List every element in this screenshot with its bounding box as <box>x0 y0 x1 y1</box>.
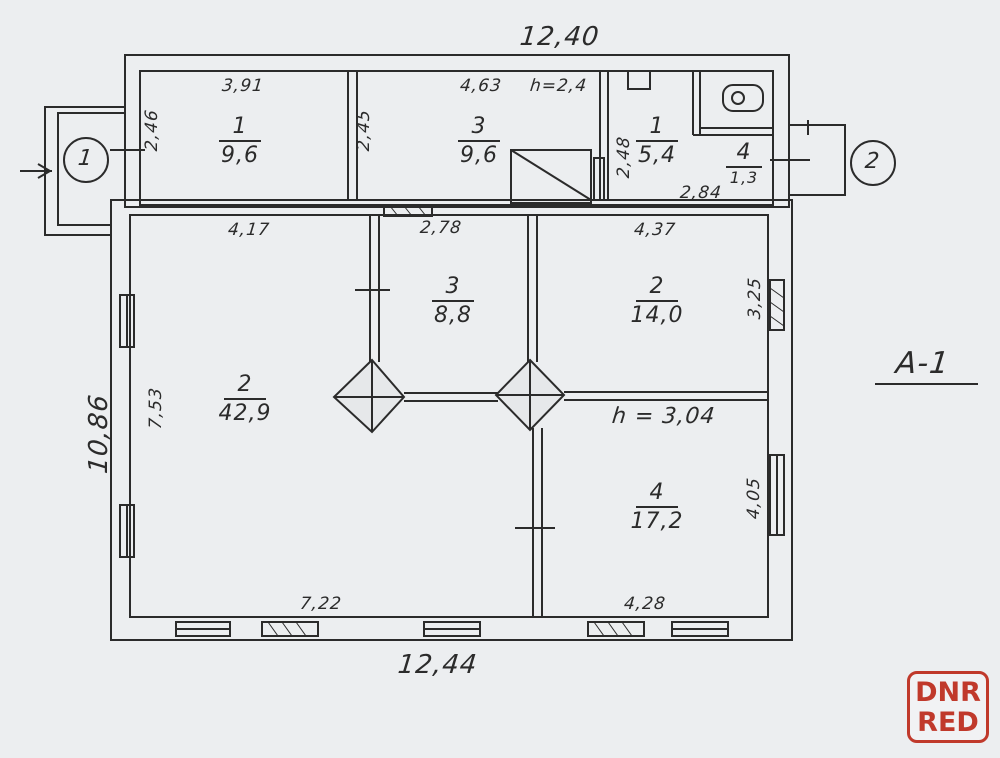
entrance-1-marker <box>63 137 109 183</box>
main-outer-wall <box>110 199 793 641</box>
main-ceiling-height: h = 3,04 <box>610 404 717 429</box>
dimension-2-84: 2,84 <box>678 183 723 203</box>
overall-top-dimension: 12,40 <box>518 22 602 52</box>
dimension-2-45: 2,45 <box>354 108 374 153</box>
overall-bottom-dimension: 12,44 <box>396 650 480 680</box>
dimension-7-22: 7,22 <box>298 594 343 614</box>
dimension-4-63: 4,63 <box>458 76 503 96</box>
dimension-2-78: 2,78 <box>418 218 463 238</box>
plan-code: А-1 <box>894 346 952 381</box>
dimension-7-53: 7,53 <box>146 386 166 431</box>
watermark-logo: DNR RED <box>907 671 989 743</box>
entrance-2-marker <box>850 140 896 186</box>
rear-annex-outer-wall <box>124 54 790 208</box>
dimension-4-17: 4,17 <box>226 220 271 240</box>
entrance-2-number: 2 <box>863 149 882 174</box>
dimension-4-05: 4,05 <box>744 476 764 521</box>
watermark-line-1: DNR <box>915 677 981 708</box>
entrance-1-number: 1 <box>76 146 95 171</box>
dimension-3-25: 3,25 <box>745 276 765 321</box>
dimension-3-91: 3,91 <box>220 76 265 96</box>
dimension-2-46: 2,46 <box>142 108 162 153</box>
watermark-line-2: RED <box>917 707 979 738</box>
dimension-4-28: 4,28 <box>622 594 667 614</box>
dimension-4-37: 4,37 <box>632 220 677 240</box>
rear-ceiling-height: h=2,4 <box>528 76 589 96</box>
rear-annex-inner-wall <box>139 70 774 206</box>
overall-left-dimension: 10,86 <box>84 392 114 476</box>
main-inner-wall <box>129 214 769 618</box>
